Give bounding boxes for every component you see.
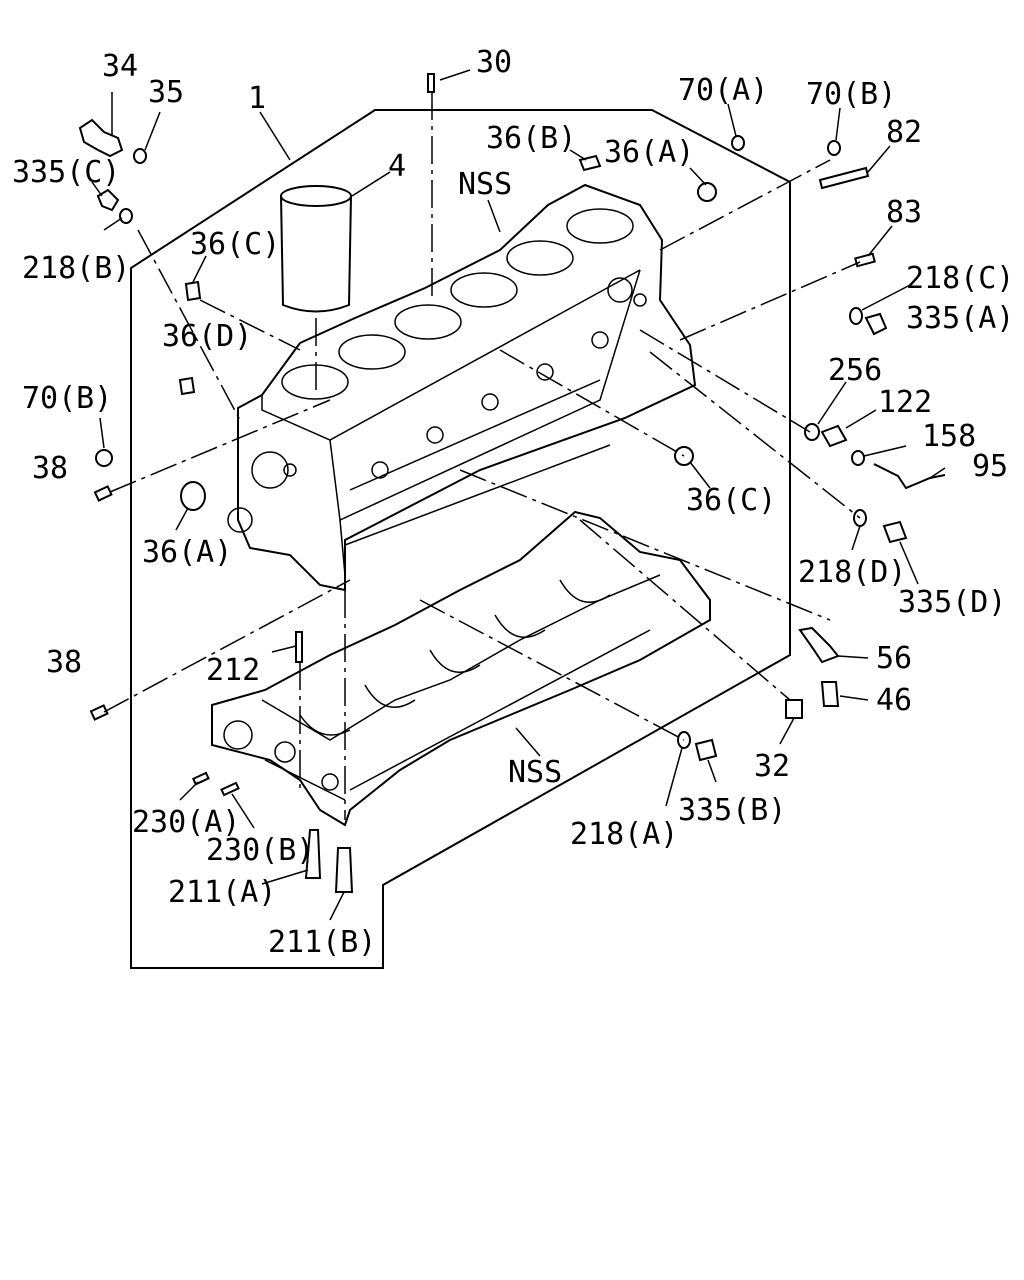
label-1: 1 [248,81,266,116]
label-36a-left: 36(A) [142,535,232,570]
label-56: 56 [876,641,912,676]
label-212: 212 [206,653,260,688]
label-36b: 36(B) [486,121,576,156]
label-211b: 211(B) [268,925,376,960]
label-70a: 70(A) [678,73,768,108]
label-36d: 36(D) [162,319,252,354]
label-35: 35 [148,75,184,110]
label-335c: 335(C) [12,155,120,190]
label-82: 82 [886,115,922,150]
label-30: 30 [476,45,512,80]
label-230a: 230(A) [132,805,240,840]
label-218d: 218(D) [798,555,906,590]
upper-cylinder-block [227,183,697,592]
label-230b: 230(B) [206,833,314,868]
label-256: 256 [828,353,882,388]
label-32: 32 [754,749,790,784]
label-36c-right: 36(C) [686,483,776,518]
assembly-outline-box [130,109,791,969]
cylinder-liner [280,185,352,313]
label-38-bottom: 38 [46,645,82,680]
label-4: 4 [388,149,406,184]
label-46: 46 [876,683,912,718]
label-70b-left: 70(B) [22,381,112,416]
label-211a: 211(A) [168,875,276,910]
leader-lines [91,69,946,921]
label-218a: 218(A) [570,817,678,852]
small-parts [78,73,946,893]
label-38-top: 38 [32,451,68,486]
label-218b: 218(B) [22,251,130,286]
label-95: 95 [972,449,1008,484]
label-122: 122 [878,385,932,420]
label-83: 83 [886,195,922,230]
label-36a-top: 36(A) [604,135,694,170]
label-36c-top: 36(C) [190,227,280,262]
label-335b: 335(B) [678,793,786,828]
label-335d: 335(D) [898,585,1006,620]
label-70b-right: 70(B) [806,77,896,112]
label-218c: 218(C) [906,261,1014,296]
center-lines [103,92,861,820]
label-335a: 335(A) [906,301,1014,336]
label-158: 158 [922,419,976,454]
callout-labels: 1 4 30 34 35 335(C) 218(B) 36(C) 36(D) 7… [12,45,1014,960]
label-nss-top: NSS [458,167,512,202]
lower-crankcase [211,510,711,827]
label-34: 34 [102,49,138,84]
label-nss-bottom: NSS [508,755,562,790]
